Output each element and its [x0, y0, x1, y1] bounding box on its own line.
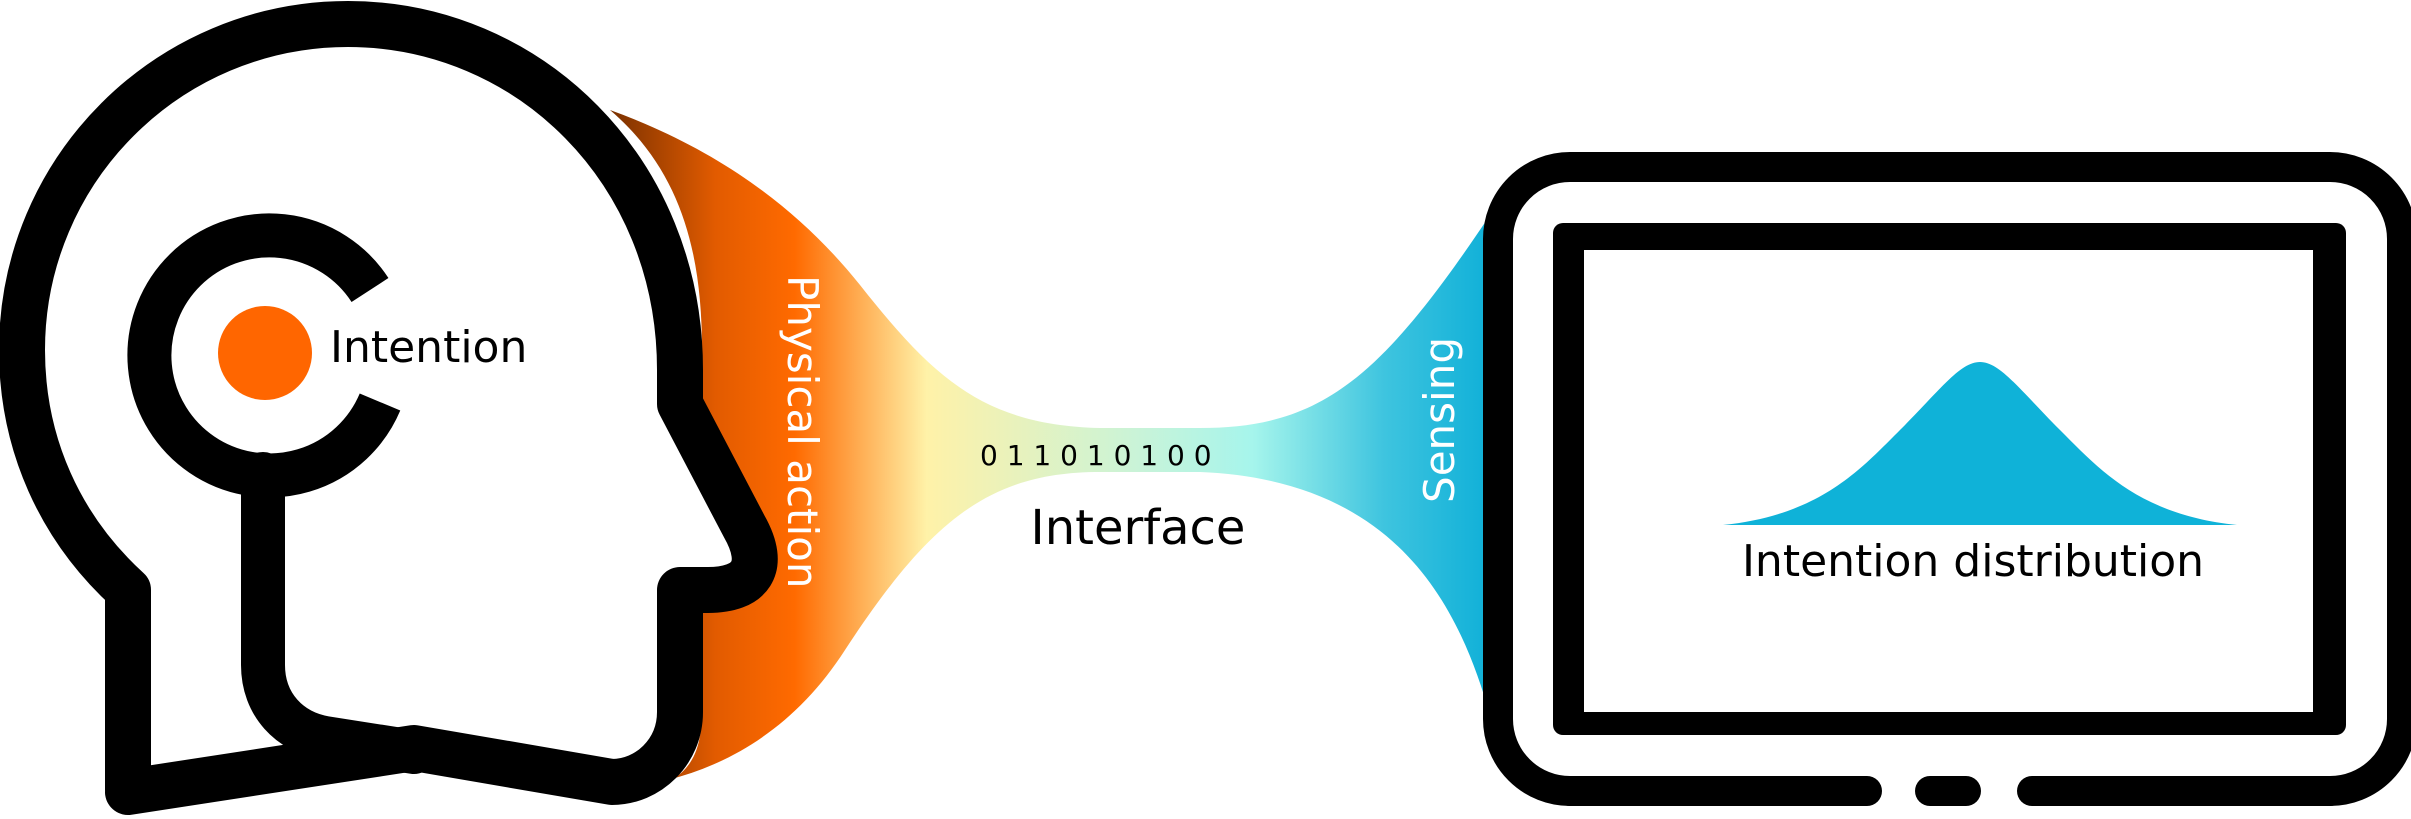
brain-stem — [241, 452, 436, 774]
physical-action-label: Physical action — [778, 275, 827, 588]
brain-c-shape — [127, 213, 401, 498]
interface-channel — [610, 110, 1490, 778]
interface-label: Interface — [1031, 500, 1246, 556]
head-outline — [0, 1, 778, 815]
intention-distribution-label: Intention distribution — [1742, 536, 2204, 587]
intention-dot — [218, 306, 312, 400]
intention-distribution-curve — [1723, 362, 2237, 525]
sensing-label: Sensing — [1415, 337, 1464, 503]
intention-label: Intention — [330, 322, 527, 373]
binary-code-label: 0 1 1 0 1 0 1 0 0 — [980, 439, 1212, 472]
tablet-outer-frame — [1483, 152, 2411, 806]
